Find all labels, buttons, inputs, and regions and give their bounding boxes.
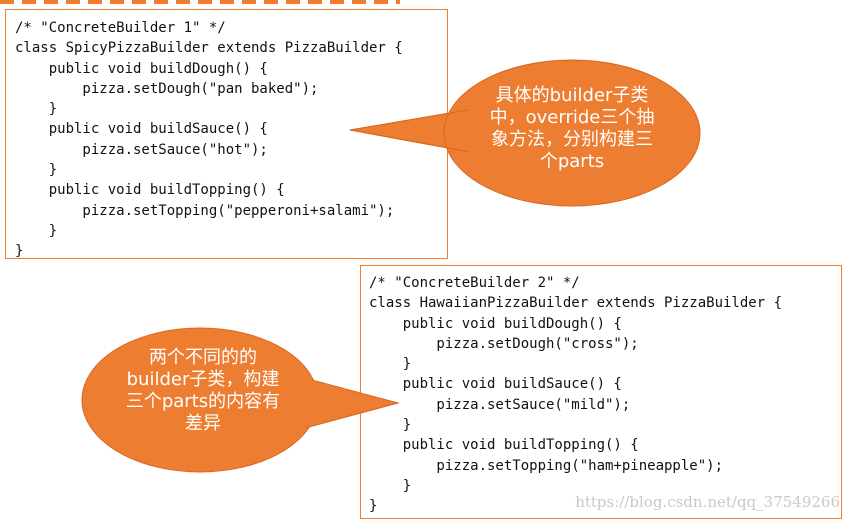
code-line: pizza.setTopping("ham+pineapple"); xyxy=(369,457,724,474)
code-block-concrete-builder-2: /* "ConcreteBuilder 2" */ class HawaiianP… xyxy=(360,265,842,519)
code-block-concrete-builder-1: /* "ConcreteBuilder 1" */ class SpicyPizz… xyxy=(5,9,448,259)
code-line: } xyxy=(15,222,58,239)
code-line: /* "ConcreteBuilder 2" */ xyxy=(369,275,580,291)
code-line: public void buildDough() { xyxy=(15,60,268,77)
code-line: public void buildTopping() { xyxy=(15,182,285,199)
code-line: } xyxy=(15,162,58,179)
code-line: pizza.setDough("pan baked"); xyxy=(15,80,319,97)
code-line: public void buildSauce() { xyxy=(15,121,268,138)
callout-line: builder子类，构建 xyxy=(126,369,280,390)
callout-line: 三个parts的内容有 xyxy=(125,391,281,412)
callout-line: 象方法，分别构建三 xyxy=(491,129,653,150)
code-line: } xyxy=(369,356,412,373)
code-line: pizza.setDough("cross"); xyxy=(369,335,639,352)
callout-1-text: 具体的builder子类 中，override三个抽 象方法，分别构建三 个pa… xyxy=(462,85,682,173)
code-line: pizza.setSauce("hot"); xyxy=(15,141,268,158)
callout-line: 中，override三个抽 xyxy=(489,107,655,128)
code-line: public void buildSauce() { xyxy=(369,376,622,393)
code-line: /* "ConcreteBuilder 1" */ xyxy=(15,20,226,36)
callout-line: 两个不同的的 xyxy=(149,347,257,368)
code-line: } xyxy=(15,101,58,118)
code-line: class HawaiianPizzaBuilder extends Pizza… xyxy=(369,295,783,312)
top-dashed-border xyxy=(0,0,400,4)
code-line: pizza.setTopping("pepperoni+salami"); xyxy=(15,202,395,219)
code-line: public void buildTopping() { xyxy=(369,437,639,454)
callout-line: 差异 xyxy=(185,413,221,434)
callout-line: 具体的builder子类 xyxy=(495,85,649,106)
code-line: } xyxy=(15,243,24,260)
code-line: pizza.setSauce("mild"); xyxy=(369,396,631,413)
code-line: public void buildDough() { xyxy=(369,315,622,332)
callout-line: 个parts xyxy=(539,151,605,172)
callout-2-text: 两个不同的的 builder子类，构建 三个parts的内容有 差异 xyxy=(98,347,308,435)
code-line: class SpicyPizzaBuilder extends PizzaBui… xyxy=(15,40,403,57)
code-line: } xyxy=(369,417,412,434)
code-line: } xyxy=(369,498,378,515)
watermark-url: https://blog.csdn.net/qq_37549266 xyxy=(575,493,840,511)
code-line: } xyxy=(369,477,412,494)
